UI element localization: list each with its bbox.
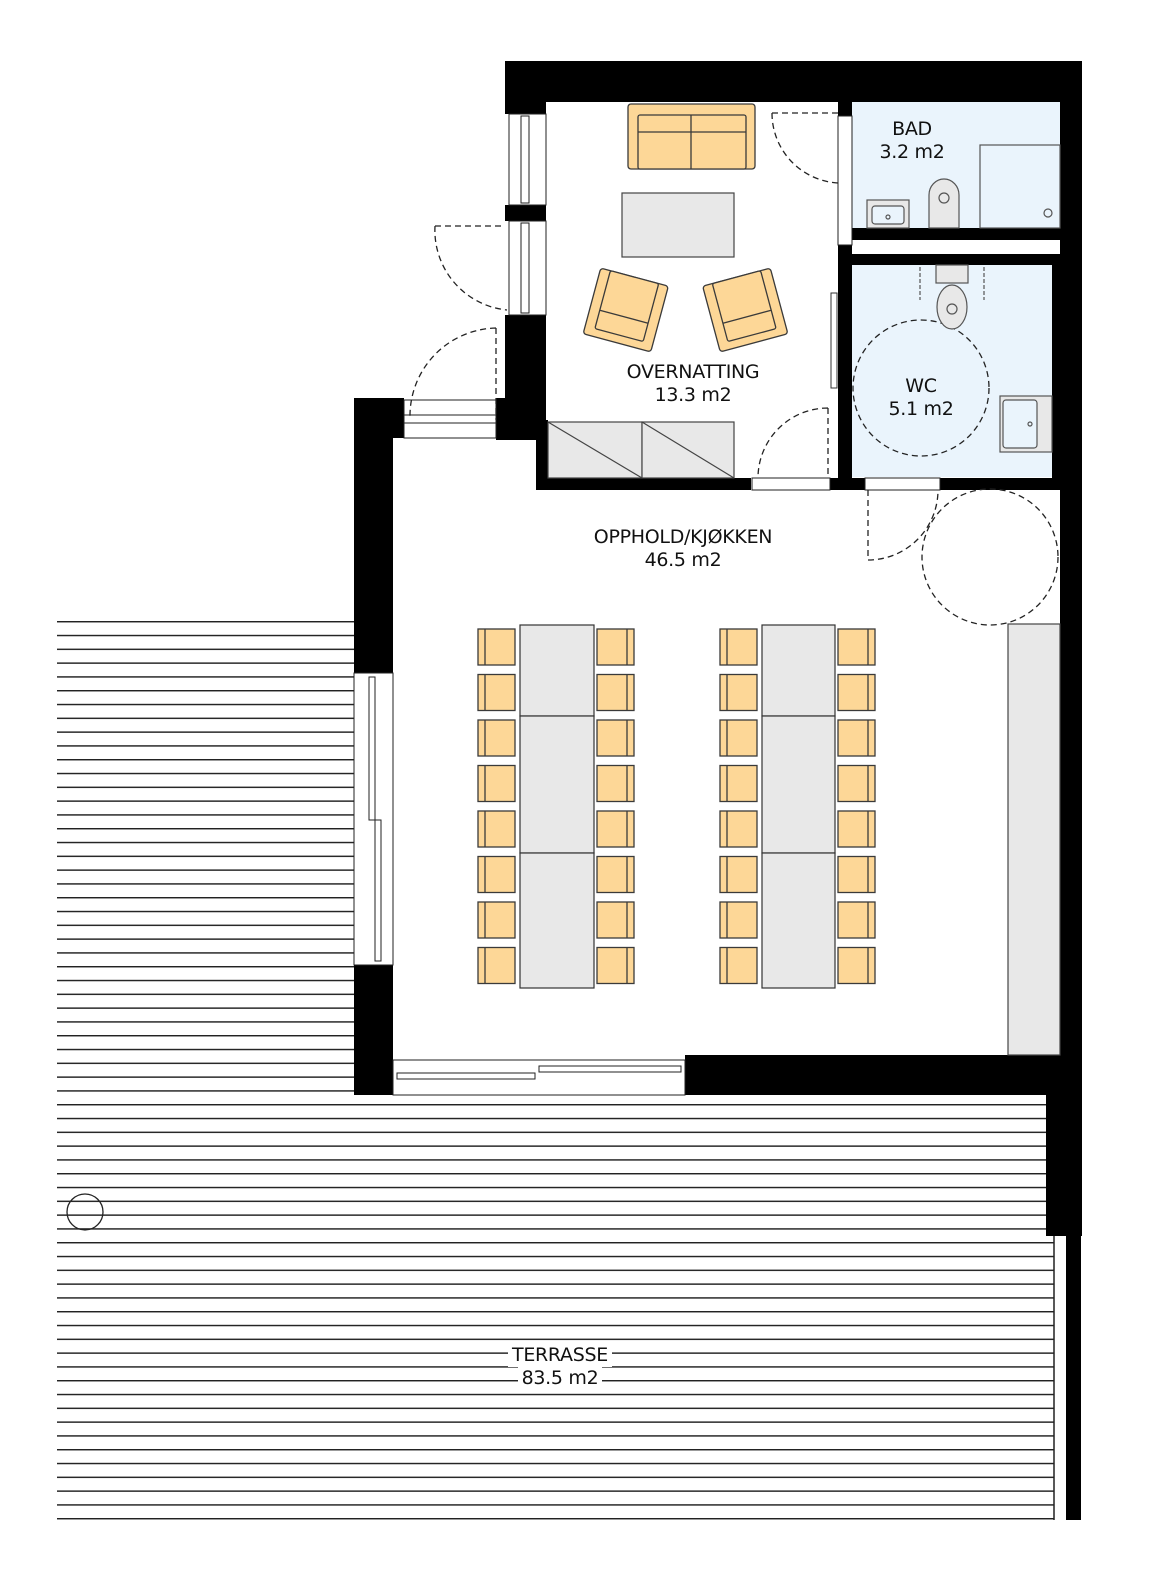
radiator-icon [830, 292, 838, 389]
sofa-icon [627, 103, 756, 170]
dining-chair-icon [837, 810, 876, 848]
dining-chair-icon [837, 719, 876, 757]
dining-chair-icon [477, 628, 516, 666]
dining-chair-icon [837, 901, 876, 939]
terrace-tree-marker [66, 1193, 104, 1231]
room-area: 5.1 m2 [888, 398, 954, 420]
dining-chair-icon [719, 764, 758, 803]
room-area: 13.3 m2 [654, 384, 732, 406]
dining-chair-icon [477, 719, 516, 757]
room-name: TERRASSE [508, 1344, 612, 1367]
bad-fixtures [866, 144, 1061, 229]
dining-chair-icon [596, 673, 635, 712]
dining-chair-icon [837, 946, 876, 985]
terrace-decking [57, 617, 1055, 1520]
dining-chair-icon [596, 855, 635, 894]
dining-chair-icon [596, 946, 635, 985]
wardrobe-icon [547, 421, 735, 479]
dining-chair-icon [477, 673, 516, 712]
dining-chair-icon [477, 855, 516, 894]
dining-chair-icon [477, 901, 516, 939]
room-area: 46.5 m2 [644, 549, 722, 571]
dining-chair-icon [719, 628, 758, 666]
dining-chair-icon [719, 673, 758, 712]
dining-chair-icon [596, 719, 635, 757]
dining-chair-icon [719, 810, 758, 848]
windows [353, 113, 941, 1096]
wc-fixtures [919, 264, 1053, 453]
dining-chair-icon [837, 764, 876, 803]
dining-chair-icon [837, 855, 876, 894]
room-name: OPPHOLD/KJØKKEN [593, 526, 773, 548]
toilet-icon [936, 284, 968, 330]
walls [354, 61, 1082, 1520]
dining-chair-icon [719, 719, 758, 757]
kitchen-counter-icon [1007, 623, 1061, 1056]
room-label-bad: BAD 3.2 m2 [862, 118, 962, 164]
room-name: OVERNATTING [626, 361, 760, 383]
dining-chair-icon [477, 946, 516, 985]
dining-chair-icon [596, 810, 635, 848]
room-area: 3.2 m2 [879, 141, 945, 163]
dining-chair-icon [837, 628, 876, 666]
dining-chair-icon [596, 901, 635, 939]
coffee-table-icon [621, 192, 735, 258]
door-swings [409, 112, 1059, 626]
dining-chair-icon [596, 764, 635, 803]
dining-chair-icon [596, 628, 635, 666]
room-name: WC [905, 375, 937, 397]
room-area: 83.5 m2 [517, 1367, 603, 1390]
room-label-overnatting: OVERNATTING 13.3 m2 [593, 361, 793, 407]
room-label-wc: WC 5.1 m2 [871, 375, 971, 421]
dining-chair-icon [719, 855, 758, 894]
dining-chairs [477, 628, 876, 985]
dining-chair-icon [477, 810, 516, 848]
armchair-icon [583, 268, 669, 352]
dining-chair-icon [719, 901, 758, 939]
dining-chair-icon [719, 946, 758, 985]
dining-table-icon [519, 624, 836, 989]
armchair-icon [702, 268, 788, 352]
room-label-opphold: OPPHOLD/KJØKKEN 46.5 m2 [553, 526, 813, 572]
room-name: BAD [892, 118, 932, 140]
dining-chair-icon [477, 764, 516, 803]
dining-chair-icon [837, 673, 876, 712]
shower-icon [979, 144, 1061, 229]
room-label-terrasse: TERRASSE 83.5 m2 [480, 1344, 640, 1390]
